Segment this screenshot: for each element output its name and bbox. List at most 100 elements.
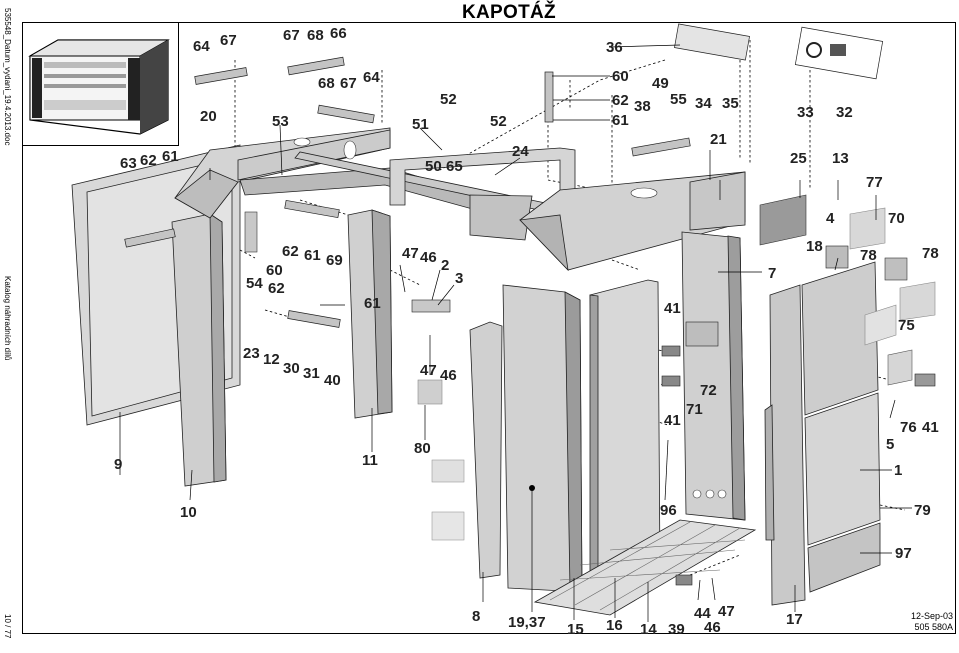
callout-p25: 25 xyxy=(790,150,807,167)
callout-p60a: 60 xyxy=(612,68,629,85)
footer-date: 12-Sep-03 xyxy=(910,611,953,621)
callout-p76: 76 xyxy=(900,419,917,436)
callout-p34: 34 xyxy=(695,95,712,112)
callout-p65: 65 xyxy=(446,158,463,175)
callout-p75: 75 xyxy=(898,317,915,334)
callout-p41c: 41 xyxy=(922,419,939,436)
callout-p78b: 78 xyxy=(922,245,939,262)
callout-p62a: 62 xyxy=(140,152,157,169)
callout-p69: 69 xyxy=(326,252,343,269)
footer-code: 505 580A xyxy=(914,622,953,632)
callout-p32: 32 xyxy=(836,104,853,121)
callout-p20: 20 xyxy=(200,108,217,125)
callout-p68b: 68 xyxy=(318,75,335,92)
callout-p54: 54 xyxy=(246,275,263,292)
frame-rails xyxy=(239,147,576,241)
callout-p33: 33 xyxy=(797,104,814,121)
callout-p1937: 19,37 xyxy=(508,614,546,631)
callout-p16: 16 xyxy=(606,617,623,634)
thumbnail-box xyxy=(22,22,179,146)
column-10 xyxy=(171,213,227,487)
frame-7 xyxy=(681,231,746,521)
callout-p7: 7 xyxy=(768,265,776,282)
callout-p38: 38 xyxy=(634,98,651,115)
callout-p68a: 68 xyxy=(307,27,324,44)
callout-p62b: 62 xyxy=(612,92,629,109)
callout-p23: 23 xyxy=(243,345,260,362)
callout-p67c: 67 xyxy=(340,75,357,92)
callout-p44: 44 xyxy=(694,605,711,622)
callout-p70: 70 xyxy=(888,210,905,227)
callout-p55: 55 xyxy=(670,91,687,108)
callout-p72: 72 xyxy=(700,382,717,399)
callout-p78a: 78 xyxy=(860,247,877,264)
callout-p41a: 41 xyxy=(664,300,681,317)
callout-p35: 35 xyxy=(722,95,739,112)
callout-p53: 53 xyxy=(272,113,289,130)
callout-p52b: 52 xyxy=(490,113,507,130)
callout-p97: 97 xyxy=(895,545,912,562)
side-panel-17 xyxy=(764,284,806,606)
callout-p4: 4 xyxy=(826,210,835,227)
leader-lines xyxy=(119,44,912,622)
callout-p62d: 62 xyxy=(268,280,285,297)
callout-p64b: 64 xyxy=(363,69,380,86)
callout-p1: 1 xyxy=(894,462,902,479)
part-callouts: 64 67 67 68 66 68 67 64 20 53 52 51 52 2… xyxy=(114,25,939,638)
callout-p8: 8 xyxy=(472,608,480,625)
callout-p64a: 64 xyxy=(193,38,210,55)
callout-p46a: 46 xyxy=(420,249,437,266)
door-1 xyxy=(801,261,881,593)
callout-p2: 2 xyxy=(441,257,449,274)
footer-stamp: 12-Sep-03 505 580A xyxy=(911,611,953,633)
callout-p96: 96 xyxy=(660,502,677,519)
callout-p60b: 60 xyxy=(266,262,283,279)
labels-and-plates xyxy=(244,194,936,541)
callout-p51: 51 xyxy=(412,116,429,133)
callout-p67b: 67 xyxy=(283,27,300,44)
callout-p13: 13 xyxy=(832,150,849,167)
callout-p3: 3 xyxy=(455,270,463,287)
page-title: KAPOTÁŽ xyxy=(462,2,556,23)
callout-p31: 31 xyxy=(303,365,320,382)
callout-p61d: 61 xyxy=(364,295,381,312)
callout-p10: 10 xyxy=(180,504,197,521)
callout-p36: 36 xyxy=(606,39,623,56)
drawing-frame xyxy=(22,22,956,634)
callout-p79: 79 xyxy=(914,502,931,519)
callout-p24: 24 xyxy=(512,143,529,160)
callout-p66: 66 xyxy=(330,25,347,42)
callout-p52a: 52 xyxy=(440,91,457,108)
callout-p47a: 47 xyxy=(402,245,419,262)
callout-p39: 39 xyxy=(668,621,685,638)
hood-right-21 xyxy=(519,171,746,272)
callout-p77: 77 xyxy=(866,174,883,191)
callout-p46b: 46 xyxy=(440,367,457,384)
callout-p61c: 61 xyxy=(304,247,321,264)
assembly-thumbnail xyxy=(28,39,170,135)
callout-p46c: 46 xyxy=(704,619,721,636)
callout-p12: 12 xyxy=(263,351,280,368)
callout-p9: 9 xyxy=(114,456,122,473)
door-19-37 xyxy=(502,284,583,593)
callout-p47b: 47 xyxy=(420,362,437,379)
callout-p71: 71 xyxy=(686,401,703,418)
callout-p61b: 61 xyxy=(612,112,629,129)
callout-p41b: 41 xyxy=(664,412,681,429)
callout-p47c: 47 xyxy=(718,603,735,620)
column-11 xyxy=(347,209,393,419)
callout-p14: 14 xyxy=(640,621,657,638)
bottom-grid-15 xyxy=(533,519,757,616)
hardware xyxy=(124,23,936,586)
callout-p17: 17 xyxy=(786,611,803,628)
bracket-8 xyxy=(469,321,503,579)
callout-p63: 63 xyxy=(120,155,137,172)
callout-p50: 50 xyxy=(425,158,442,175)
callout-p40: 40 xyxy=(324,372,341,389)
callout-p80: 80 xyxy=(414,440,431,457)
callout-p67a: 67 xyxy=(220,32,237,49)
callout-p49: 49 xyxy=(652,75,669,92)
callout-p62c: 62 xyxy=(282,243,299,260)
callout-p15: 15 xyxy=(567,621,584,638)
